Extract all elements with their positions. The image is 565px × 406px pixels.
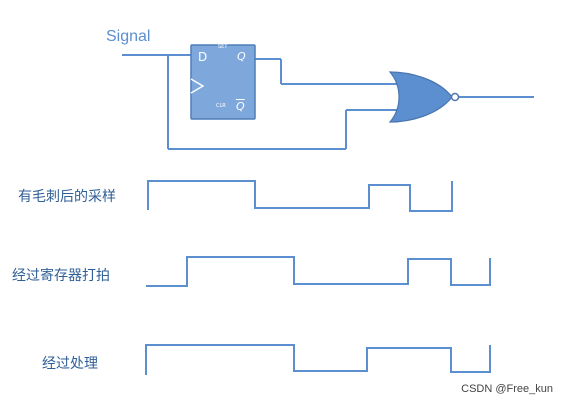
top-circuit [122, 54, 534, 150]
nor-gate-icon [388, 71, 460, 123]
after-register-stage-label: 经过寄存器打拍 [12, 268, 110, 284]
flip-flop-q-label: Q [237, 50, 246, 63]
waveforms [145, 180, 491, 375]
flip-flop-set-label: SET [218, 44, 228, 50]
clock-triangle-icon [190, 78, 205, 94]
flip-flop-q-bar-label: Q [236, 100, 245, 113]
flip-flop-icon [190, 44, 256, 120]
signal-label: Signal [106, 28, 151, 45]
waveform-after-register [146, 256, 491, 287]
flip-flop-clr-label: CLR [216, 103, 226, 109]
waveform-sampling-with-glitch [147, 180, 453, 212]
after-processing-label: 经过处理 [42, 356, 98, 372]
waveform-after-processing [145, 344, 491, 375]
sampling-with-glitch-label: 有毛刺后的采样 [18, 189, 116, 205]
watermark: CSDN @Free_kun [461, 383, 553, 395]
flip-flop-d-label: D [198, 50, 208, 64]
gate-inversion-bubble [450, 92, 460, 102]
